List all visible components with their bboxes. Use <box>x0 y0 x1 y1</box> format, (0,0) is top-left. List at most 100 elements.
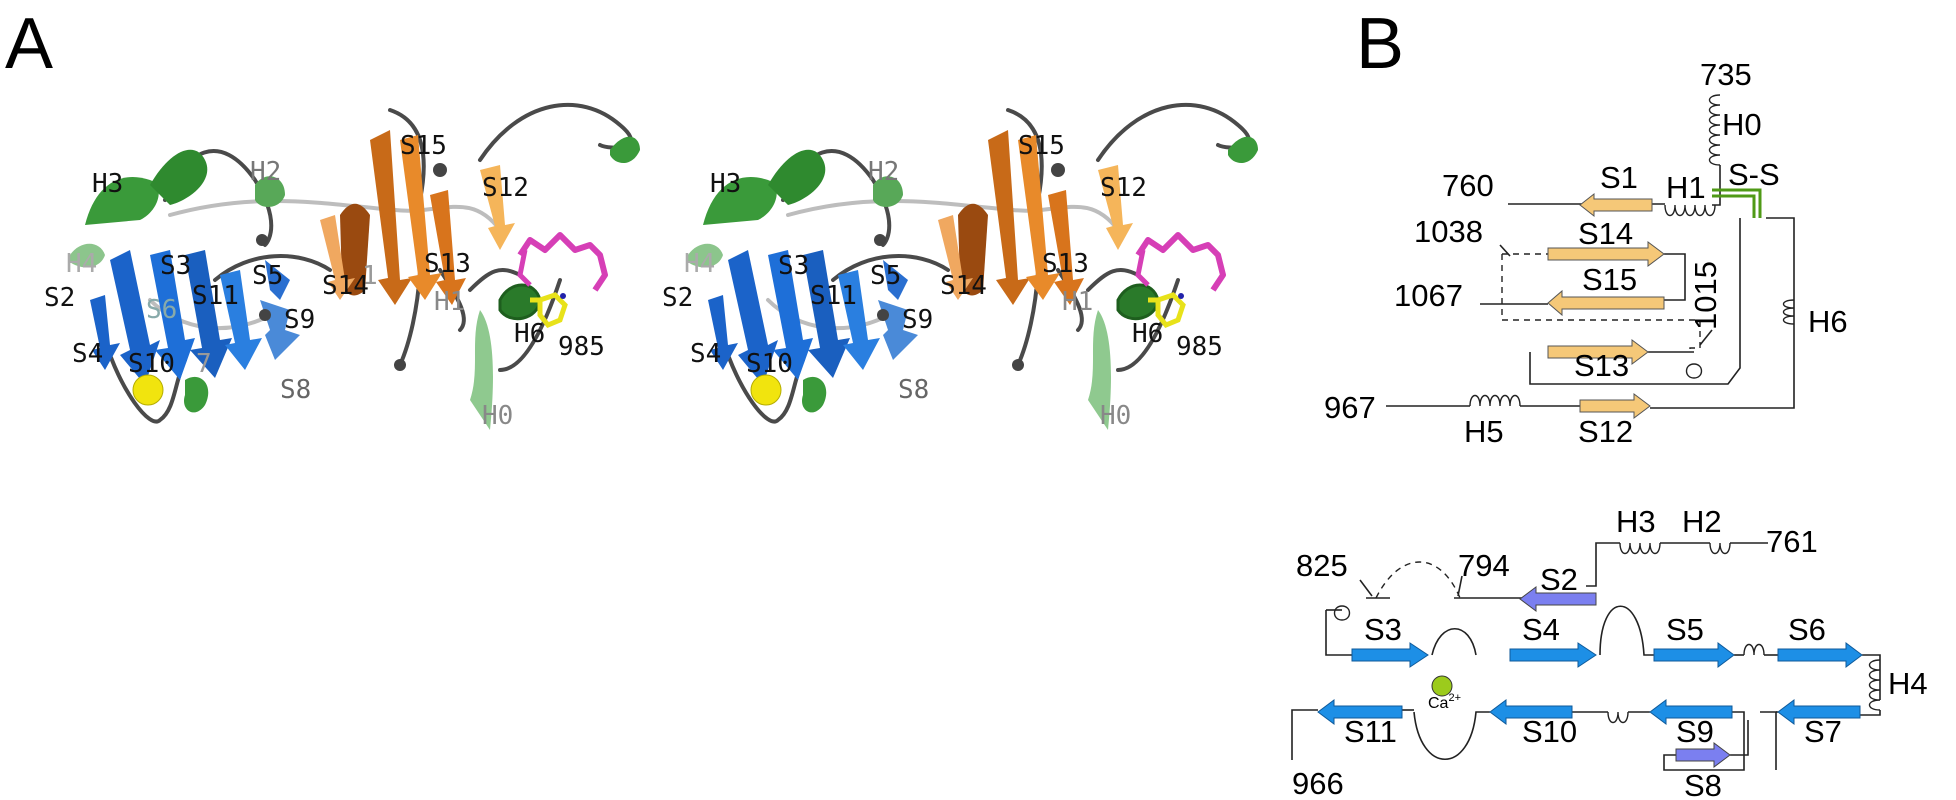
strand-s9-arrow <box>1649 699 1733 725</box>
topology-lower-labels: H3 H2 761 825 794 S2 S3 S4 S5 S6 H4 S11 … <box>1292 504 1928 800</box>
strand-s7-arrow <box>1777 699 1861 725</box>
label-1015: 1015 <box>1688 261 1723 330</box>
label-topo-h6: H6 <box>1808 304 1848 339</box>
calcium-ion <box>1431 675 1453 697</box>
strand-s8-arrow <box>1675 742 1731 768</box>
label-985: 985 <box>558 332 605 362</box>
label-967: 967 <box>1324 390 1376 425</box>
strand-s14-arrow <box>1547 241 1665 267</box>
label-s13-right: S13 <box>1042 249 1089 279</box>
label-h1-fragment: 1 <box>362 261 378 291</box>
label-735: 735 <box>1700 57 1752 92</box>
label-topo-s2: S2 <box>1540 562 1578 597</box>
label-s2-right: S2 <box>662 283 693 313</box>
label-topo-s7: S7 <box>1804 714 1842 749</box>
label-s13: S13 <box>424 249 471 279</box>
label-topo-h1: H1 <box>1666 170 1706 205</box>
topology-upper-labels: 735 H0 S1 H1 S-S 760 1038 S14 S15 1067 1… <box>1324 57 1848 449</box>
label-1038: 1038 <box>1414 214 1483 249</box>
label-s6-fragment: S6 <box>146 295 177 325</box>
stereo-left-structure <box>70 105 640 430</box>
label-s15-right: S15 <box>1018 131 1065 161</box>
helix-h0-coil <box>1708 94 1721 166</box>
label-topo-s3: S3 <box>1364 612 1402 647</box>
label-s9: S9 <box>284 305 315 335</box>
label-h6: H6 <box>514 319 545 349</box>
strand-s10-arrow <box>1489 699 1573 725</box>
strand-s12-arrow <box>1579 393 1651 419</box>
label-h1: H1 <box>434 287 465 317</box>
label-s12-right: S12 <box>1100 173 1147 203</box>
label-s3: S3 <box>160 251 191 281</box>
label-s12: S12 <box>482 173 529 203</box>
label-h3: H3 <box>92 169 123 199</box>
strand-s4-arrow <box>1509 642 1597 668</box>
label-966: 966 <box>1292 766 1344 800</box>
helix-h1-coil <box>1664 204 1716 217</box>
label-s8-right: S8 <box>898 375 929 405</box>
label-s14: S14 <box>322 271 369 301</box>
label-h4-right: H4 <box>684 249 715 279</box>
label-h4: H4 <box>66 249 97 279</box>
label-794: 794 <box>1458 548 1510 583</box>
label-s4: S4 <box>72 339 103 369</box>
label-topo-s15: S15 <box>1582 262 1637 297</box>
helix-h3-coil <box>1619 542 1661 555</box>
stereo-right-structure <box>688 105 1258 430</box>
strand-s13-arrow <box>1547 339 1649 365</box>
label-s2: S2 <box>44 283 75 313</box>
label-topo-s5: S5 <box>1666 612 1704 647</box>
label-s3-right: S3 <box>778 251 809 281</box>
label-topo-h3: H3 <box>1616 504 1656 539</box>
label-topo-s4: S4 <box>1522 612 1560 647</box>
label-topo-h4: H4 <box>1888 666 1928 701</box>
left-structure-labels: H3 H2 H4 S2 S3 S4 S6 S5 S11 S10 7 S9 S8 … <box>44 131 605 431</box>
label-h0-right: H0 <box>1100 401 1131 431</box>
helix-h6-coil <box>1782 299 1795 325</box>
label-985-right: 985 <box>1176 332 1223 362</box>
strand-s5-arrow <box>1653 642 1735 668</box>
label-s14-right: S14 <box>940 271 987 301</box>
label-h6-right: H6 <box>1132 319 1163 349</box>
label-s7-fragment: 7 <box>196 349 212 379</box>
strand-s3-arrow <box>1351 642 1429 668</box>
label-topo-s6: S6 <box>1788 612 1826 647</box>
label-s15: S15 <box>400 131 447 161</box>
label-h3-right: H3 <box>710 169 741 199</box>
label-h1-right: H1 <box>1062 287 1093 317</box>
strand-s11-arrow <box>1317 699 1403 725</box>
label-disulfide: S-S <box>1728 157 1780 192</box>
strand-s6-arrow <box>1777 642 1863 668</box>
label-825: 825 <box>1296 548 1348 583</box>
label-topo-h0: H0 <box>1722 107 1762 142</box>
panel-label-a: A <box>5 4 53 84</box>
label-topo-s12: S12 <box>1578 414 1633 449</box>
label-topo-s11: S11 <box>1344 714 1397 749</box>
label-s5-right: S5 <box>870 261 901 291</box>
label-s8: S8 <box>280 375 311 405</box>
label-h2-right: H2 <box>868 157 899 187</box>
label-h2: H2 <box>250 157 281 187</box>
label-topo-s8: S8 <box>1684 768 1722 800</box>
topology-upper <box>1386 94 1795 419</box>
label-topo-h5: H5 <box>1464 414 1504 449</box>
label-s10-right: S10 <box>746 349 793 379</box>
right-structure-labels: H3 H2 H4 S2 S3 S4 S5 S11 S10 S9 S8 S14 S… <box>662 131 1223 431</box>
label-s9-right: S9 <box>902 305 933 335</box>
label-1067: 1067 <box>1394 278 1463 313</box>
label-s10: S10 <box>128 349 175 379</box>
helix-h2-coil <box>1709 542 1731 555</box>
label-topo-s10: S10 <box>1522 714 1577 749</box>
strand-s2-arrow <box>1519 586 1597 612</box>
label-761: 761 <box>1766 524 1818 559</box>
label-s11: S11 <box>192 281 239 311</box>
topology-lower <box>1291 542 1881 771</box>
label-topo-s9: S9 <box>1676 714 1714 749</box>
label-topo-s13: S13 <box>1574 348 1629 383</box>
helix-h4-coil <box>1868 659 1881 711</box>
label-topo-s1: S1 <box>1600 160 1638 195</box>
label-760: 760 <box>1442 168 1494 203</box>
panel-label-b: B <box>1356 4 1404 84</box>
label-s11-right: S11 <box>810 281 857 311</box>
